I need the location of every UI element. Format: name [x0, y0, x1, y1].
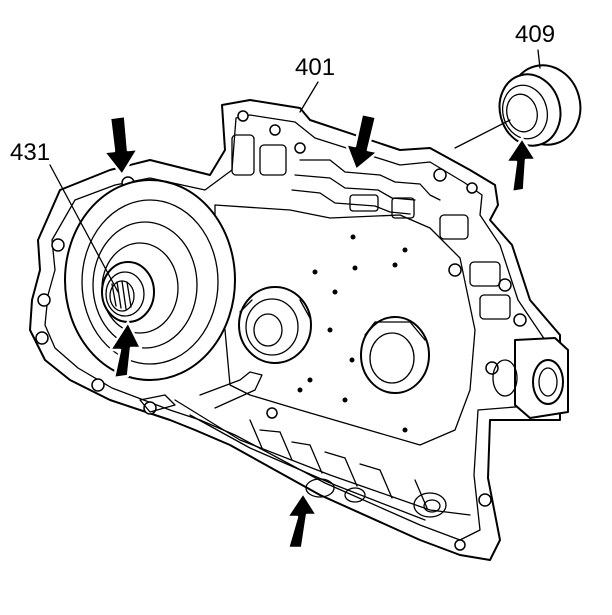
arrow-down-left — [102, 114, 140, 177]
arrow-up-seal — [504, 136, 538, 194]
arrow-up-bottom — [285, 491, 319, 550]
lower-web-ribs — [249, 419, 428, 509]
bearing-431 — [101, 261, 155, 323]
leader-lines — [49, 49, 541, 293]
lower-bosses — [305, 478, 447, 518]
callout-401: 401 — [295, 54, 335, 81]
callout-409: 409 — [515, 21, 555, 48]
lower-left-bracket — [139, 371, 263, 413]
callout-labels: 401 409 431 — [10, 21, 555, 166]
shaft-boss-left — [238, 286, 312, 364]
direction-arrows — [102, 112, 538, 550]
arrow-down-middle — [344, 112, 380, 172]
valve-body-passages — [231, 134, 511, 320]
right-port-boss — [492, 337, 569, 419]
shaft-boss-right — [360, 316, 430, 394]
callout-431: 431 — [10, 139, 50, 166]
seal-409 — [498, 64, 582, 147]
arrow-up-bearing — [108, 320, 143, 380]
